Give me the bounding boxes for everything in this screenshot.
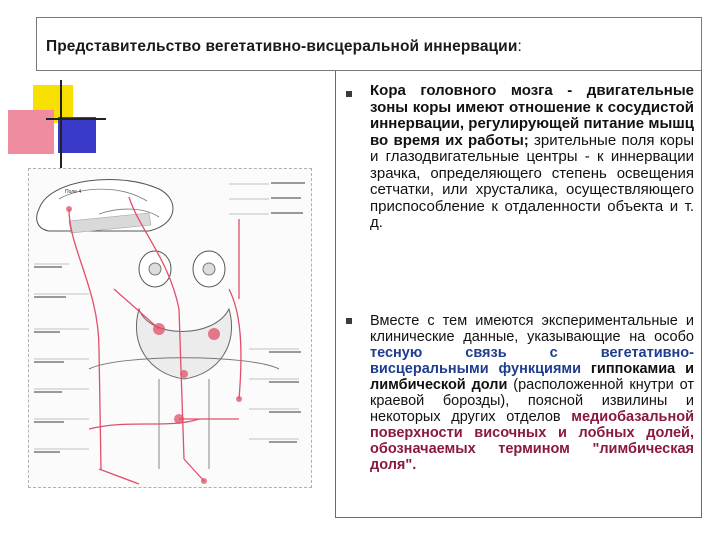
- decorative-pink-square: [8, 110, 54, 154]
- bullet2-highlight-magenta: медиобазальной поверхности височных и ло…: [370, 409, 694, 473]
- bullet-paragraph-1: Кора головного мозга - двигательные зоны…: [370, 82, 694, 232]
- bullet2-highlight-blue: тесную связь с вегетативно-висцеральными…: [370, 345, 694, 377]
- bullet-marker-2: [346, 318, 352, 324]
- bullet1-regular-text: зрительные поля коры и глазодвигательные…: [370, 131, 694, 231]
- bullet1-bold-text: Кора головного мозга - двигательные зоны…: [370, 82, 694, 149]
- bullet2-text-2: (расположенной кнутри от краевой борозды…: [370, 377, 695, 425]
- slide-title: Представительство вегетативно-висцеральн…: [46, 38, 522, 56]
- bullet2-bold-text: гиппокамиа и лимбической доли: [370, 361, 694, 393]
- decorative-vertical-line: [60, 80, 62, 172]
- bullet-marker-1: [346, 91, 352, 97]
- anatomy-diagram-svg: Поле 4: [34, 179, 305, 485]
- anatomy-diagram: Поле 4: [28, 168, 312, 488]
- decorative-blue-square: [58, 117, 96, 153]
- text-panel-frame: [335, 71, 702, 518]
- bullet-paragraph-2: Вместе с тем имеются экспериментальные и…: [370, 313, 694, 473]
- bullet2-text-1: Вместе с тем имеются экспериментальные и…: [370, 313, 694, 345]
- slide-title-text: Представительство вегетативно-висцеральн…: [46, 38, 518, 55]
- slide-title-colon: :: [517, 38, 522, 55]
- decorative-horizontal-line: [46, 118, 106, 120]
- diagram-label-pole: Поле 4: [65, 189, 81, 195]
- title-frame: [36, 17, 702, 71]
